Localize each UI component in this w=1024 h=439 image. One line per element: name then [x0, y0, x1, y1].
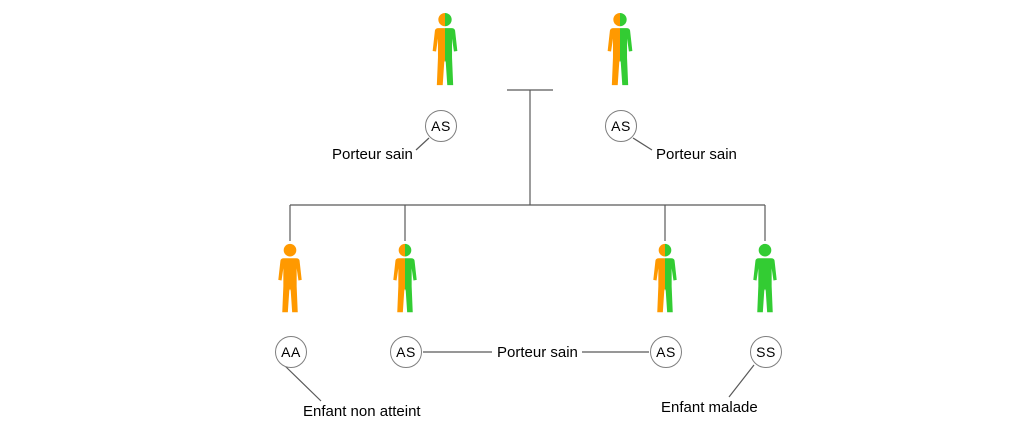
- parent-2-person-icon: [607, 12, 633, 86]
- line-group: [283, 89, 766, 402]
- child-4-right-half: [765, 243, 777, 313]
- child-4-status-label: Enfant malade: [661, 399, 758, 416]
- child-3-genotype: AS: [656, 344, 676, 360]
- parent-2-status-label: Porteur sain: [656, 146, 737, 163]
- parent-1-genotype-circle: AS: [425, 110, 457, 142]
- child-1-genotype-circle: AA: [275, 336, 307, 368]
- child-1-person-icon: [278, 243, 302, 313]
- child-3-person-icon: [653, 243, 677, 313]
- child-4-genotype-circle: SS: [750, 336, 782, 368]
- parent-1-label-connector: [415, 137, 430, 151]
- child-2-left-half: [393, 243, 405, 313]
- child-2-genotype: AS: [396, 344, 416, 360]
- parent-1-genotype: AS: [431, 118, 451, 134]
- child-1-right-half: [290, 243, 302, 313]
- child-3-genotype-circle: AS: [650, 336, 682, 368]
- child-4-genotype: SS: [756, 344, 776, 360]
- child-4-person-icon: [753, 243, 777, 313]
- child-4-label-connector: [728, 364, 755, 398]
- parent-1-right-half: [445, 12, 458, 86]
- child-1-status-label: Enfant non atteint: [303, 403, 421, 420]
- parent-2-right-half: [620, 12, 633, 86]
- parent-2-label-connector: [632, 137, 653, 151]
- child-1-left-half: [278, 243, 290, 313]
- child-1-label-connector: [283, 364, 322, 402]
- parent-1-status-label: Porteur sain: [332, 146, 413, 163]
- child-4-left-half: [753, 243, 765, 313]
- parent-1-left-half: [432, 12, 445, 86]
- child-1-genotype: AA: [281, 344, 301, 360]
- child-3-left-half: [653, 243, 665, 313]
- shared-carrier-label: Porteur sain: [497, 344, 578, 361]
- child-2-person-icon: [393, 243, 417, 313]
- parent-2-genotype: AS: [611, 118, 631, 134]
- parent-2-genotype-circle: AS: [605, 110, 637, 142]
- parent-2-left-half: [607, 12, 620, 86]
- child-2-right-half: [405, 243, 417, 313]
- child-2-genotype-circle: AS: [390, 336, 422, 368]
- parent-1-person-icon: [432, 12, 458, 86]
- child-3-right-half: [665, 243, 677, 313]
